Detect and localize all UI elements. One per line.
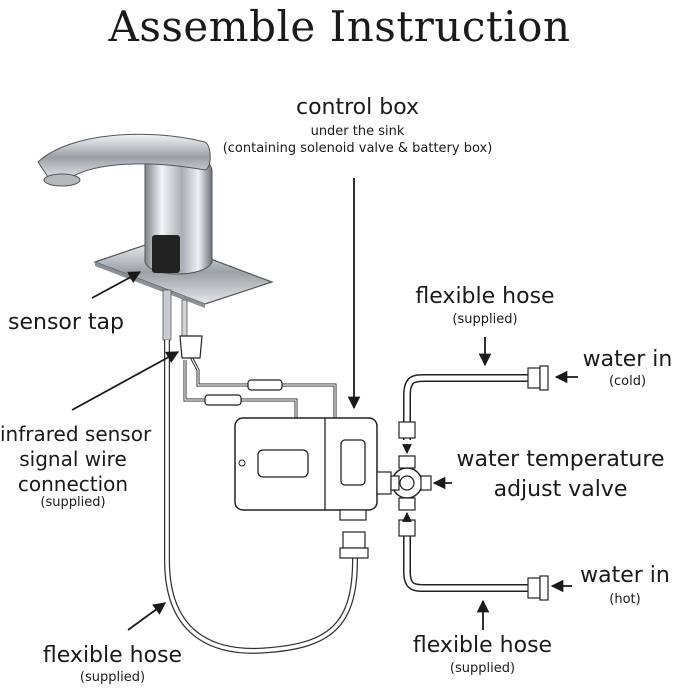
- infrared-label-1: infrared sensor: [0, 422, 152, 446]
- flex-hose-top-label: flexible hose: [415, 284, 555, 309]
- temperature-valve-icon: [390, 455, 432, 511]
- sensor-tap-pointer: [91, 271, 142, 299]
- infrared-label-3: connection: [17, 472, 129, 496]
- infrared-label-2: signal wire: [19, 447, 127, 471]
- water-in-cold-label: water in: [582, 347, 673, 372]
- control-box-sub2: (containing solenoid valve & battery box…: [222, 141, 493, 156]
- water-in-cold-sub: (cold): [608, 374, 647, 389]
- page-title: Assemble Instruction: [108, 2, 571, 51]
- control-box-label: control box: [295, 95, 420, 120]
- valve-label-1: water temperature: [456, 447, 665, 472]
- infrared-pointer: [71, 351, 180, 411]
- valve-label-2: adjust valve: [493, 477, 628, 502]
- flex-hose-left-label: flexible hose: [42, 643, 183, 668]
- flex-hose-left-pointer: [127, 602, 167, 631]
- infrared-sub: (supplied): [40, 495, 106, 510]
- faucet-icon: [37, 133, 274, 341]
- control-box-sub1: under the sink: [310, 124, 405, 139]
- water-in-hot-label: water in: [580, 563, 670, 588]
- sensor-tap-label: sensor tap: [8, 310, 124, 335]
- flex-hose-bottom-label: flexible hose: [412, 633, 553, 658]
- control-box-icon: [234, 417, 392, 521]
- water-in-hot-sub: (hot): [609, 592, 641, 607]
- flex-hose-left-sub: (supplied): [79, 670, 146, 685]
- flex-hose-top-sub: (supplied): [452, 312, 518, 327]
- flex-hose-bottom-sub: (supplied): [449, 661, 516, 676]
